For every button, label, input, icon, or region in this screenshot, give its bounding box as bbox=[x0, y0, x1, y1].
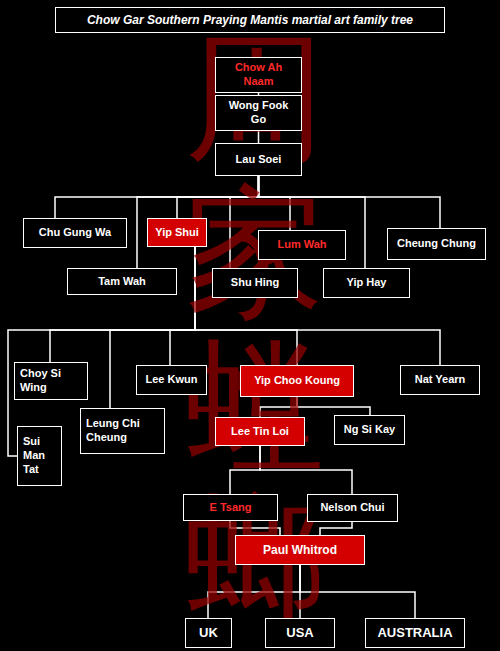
person-name: Yip Hay bbox=[347, 276, 387, 290]
person-name: Chu Gung Wa bbox=[39, 226, 111, 240]
person-name: Leung Chi Cheung bbox=[86, 417, 159, 445]
person-name: AUSTRALIA bbox=[377, 625, 452, 641]
person-name: USA bbox=[286, 625, 313, 641]
person-box: Tam Wah bbox=[67, 268, 177, 295]
person-box: Shu Hing bbox=[212, 268, 298, 298]
person-box: Lee Kwun bbox=[136, 365, 207, 395]
person-name: Tam Wah bbox=[98, 275, 146, 289]
person-box: Lee Tin Loi bbox=[215, 417, 305, 446]
person-name: E Tsang bbox=[210, 501, 252, 515]
person-box: Wong Fook Go bbox=[215, 95, 302, 131]
person-name: Choy Si Wing bbox=[20, 367, 82, 395]
person-name: Sui Man Tat bbox=[23, 435, 56, 476]
person-box: Yip Shui bbox=[147, 218, 207, 247]
lineage-line bbox=[8, 247, 195, 456]
person-box: Nelson Chui bbox=[307, 494, 398, 522]
person-box: Leung Chi Cheung bbox=[80, 408, 165, 454]
person-name: UK bbox=[199, 625, 218, 641]
person-name: Cheung Chung bbox=[397, 237, 476, 251]
person-box: USA bbox=[265, 618, 335, 648]
person-box: Ng Si Kay bbox=[334, 415, 405, 445]
person-name: Yip Shui bbox=[155, 226, 199, 240]
person-box: Yip Hay bbox=[323, 268, 410, 298]
title-box: Chow Gar Southern Praying Mantis martial… bbox=[55, 7, 445, 33]
person-box: AUSTRALIA bbox=[365, 618, 465, 648]
person-box: Nat Yearn bbox=[400, 365, 480, 395]
person-box: Choy Si Wing bbox=[14, 362, 88, 400]
person-name: Lum Wah bbox=[277, 238, 326, 252]
person-box: E Tsang bbox=[183, 494, 278, 521]
person-name: Wong Fook Go bbox=[221, 99, 296, 127]
person-box: UK bbox=[185, 618, 232, 648]
person-box: Lum Wah bbox=[258, 230, 346, 260]
person-name: Nat Yearn bbox=[415, 373, 466, 387]
person-name: Nelson Chui bbox=[320, 501, 384, 515]
title-text: Chow Gar Southern Praying Mantis martial… bbox=[87, 13, 413, 27]
person-box: Cheung Chung bbox=[387, 228, 486, 260]
person-box: Lau Soei bbox=[215, 143, 302, 176]
person-name: Yip Choo Koung bbox=[254, 374, 340, 388]
person-name: Chow Ah Naam bbox=[221, 61, 296, 89]
lineage-line bbox=[50, 247, 195, 362]
person-box: Chow Ah Naam bbox=[215, 57, 302, 93]
person-name: Shu Hing bbox=[231, 276, 279, 290]
person-name: Lau Soei bbox=[236, 153, 282, 167]
person-box: Yip Choo Koung bbox=[240, 365, 354, 397]
person-box: Paul Whitrod bbox=[235, 535, 365, 565]
person-box: Sui Man Tat bbox=[17, 426, 62, 486]
person-name: Lee Tin Loi bbox=[231, 425, 289, 439]
person-box: Chu Gung Wa bbox=[23, 218, 127, 248]
person-name: Lee Kwun bbox=[146, 373, 198, 387]
person-name: Ng Si Kay bbox=[344, 423, 395, 437]
person-name: Paul Whitrod bbox=[263, 543, 337, 558]
